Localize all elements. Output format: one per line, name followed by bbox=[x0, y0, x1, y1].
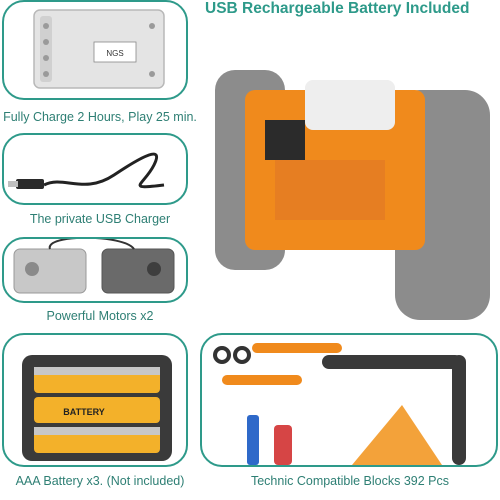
aaa-battery-panel: BATTERY bbox=[2, 333, 188, 467]
blocks-image bbox=[213, 343, 466, 465]
usb-charger-panel bbox=[2, 133, 188, 205]
battery-box-caption: Fully Charge 2 Hours, Play 25 min. bbox=[3, 110, 197, 124]
motors-panel bbox=[2, 237, 188, 303]
blocks-caption: Technic Compatible Blocks 392 Pcs bbox=[250, 474, 449, 488]
usb-charger-caption: The private USB Charger bbox=[29, 212, 171, 226]
usb-cable-image bbox=[8, 152, 165, 189]
aaa-battery-caption: AAA Battery x3. (Not included) bbox=[15, 474, 185, 488]
battery-box-image: NGS bbox=[33, 9, 165, 89]
battery-box-label: NGS bbox=[106, 49, 123, 58]
motors-image bbox=[13, 239, 175, 294]
motors-caption: Powerful Motors x2 bbox=[46, 309, 154, 323]
page-heading: USB Rechargeable Battery Included bbox=[205, 0, 470, 17]
aaa-battery-image: BATTERY bbox=[22, 355, 172, 461]
battery-box-panel: NGS bbox=[2, 0, 188, 100]
battery-cell-label: BATTERY bbox=[63, 407, 105, 417]
blocks-panel bbox=[200, 333, 498, 467]
robot-tank-image bbox=[205, 20, 500, 320]
